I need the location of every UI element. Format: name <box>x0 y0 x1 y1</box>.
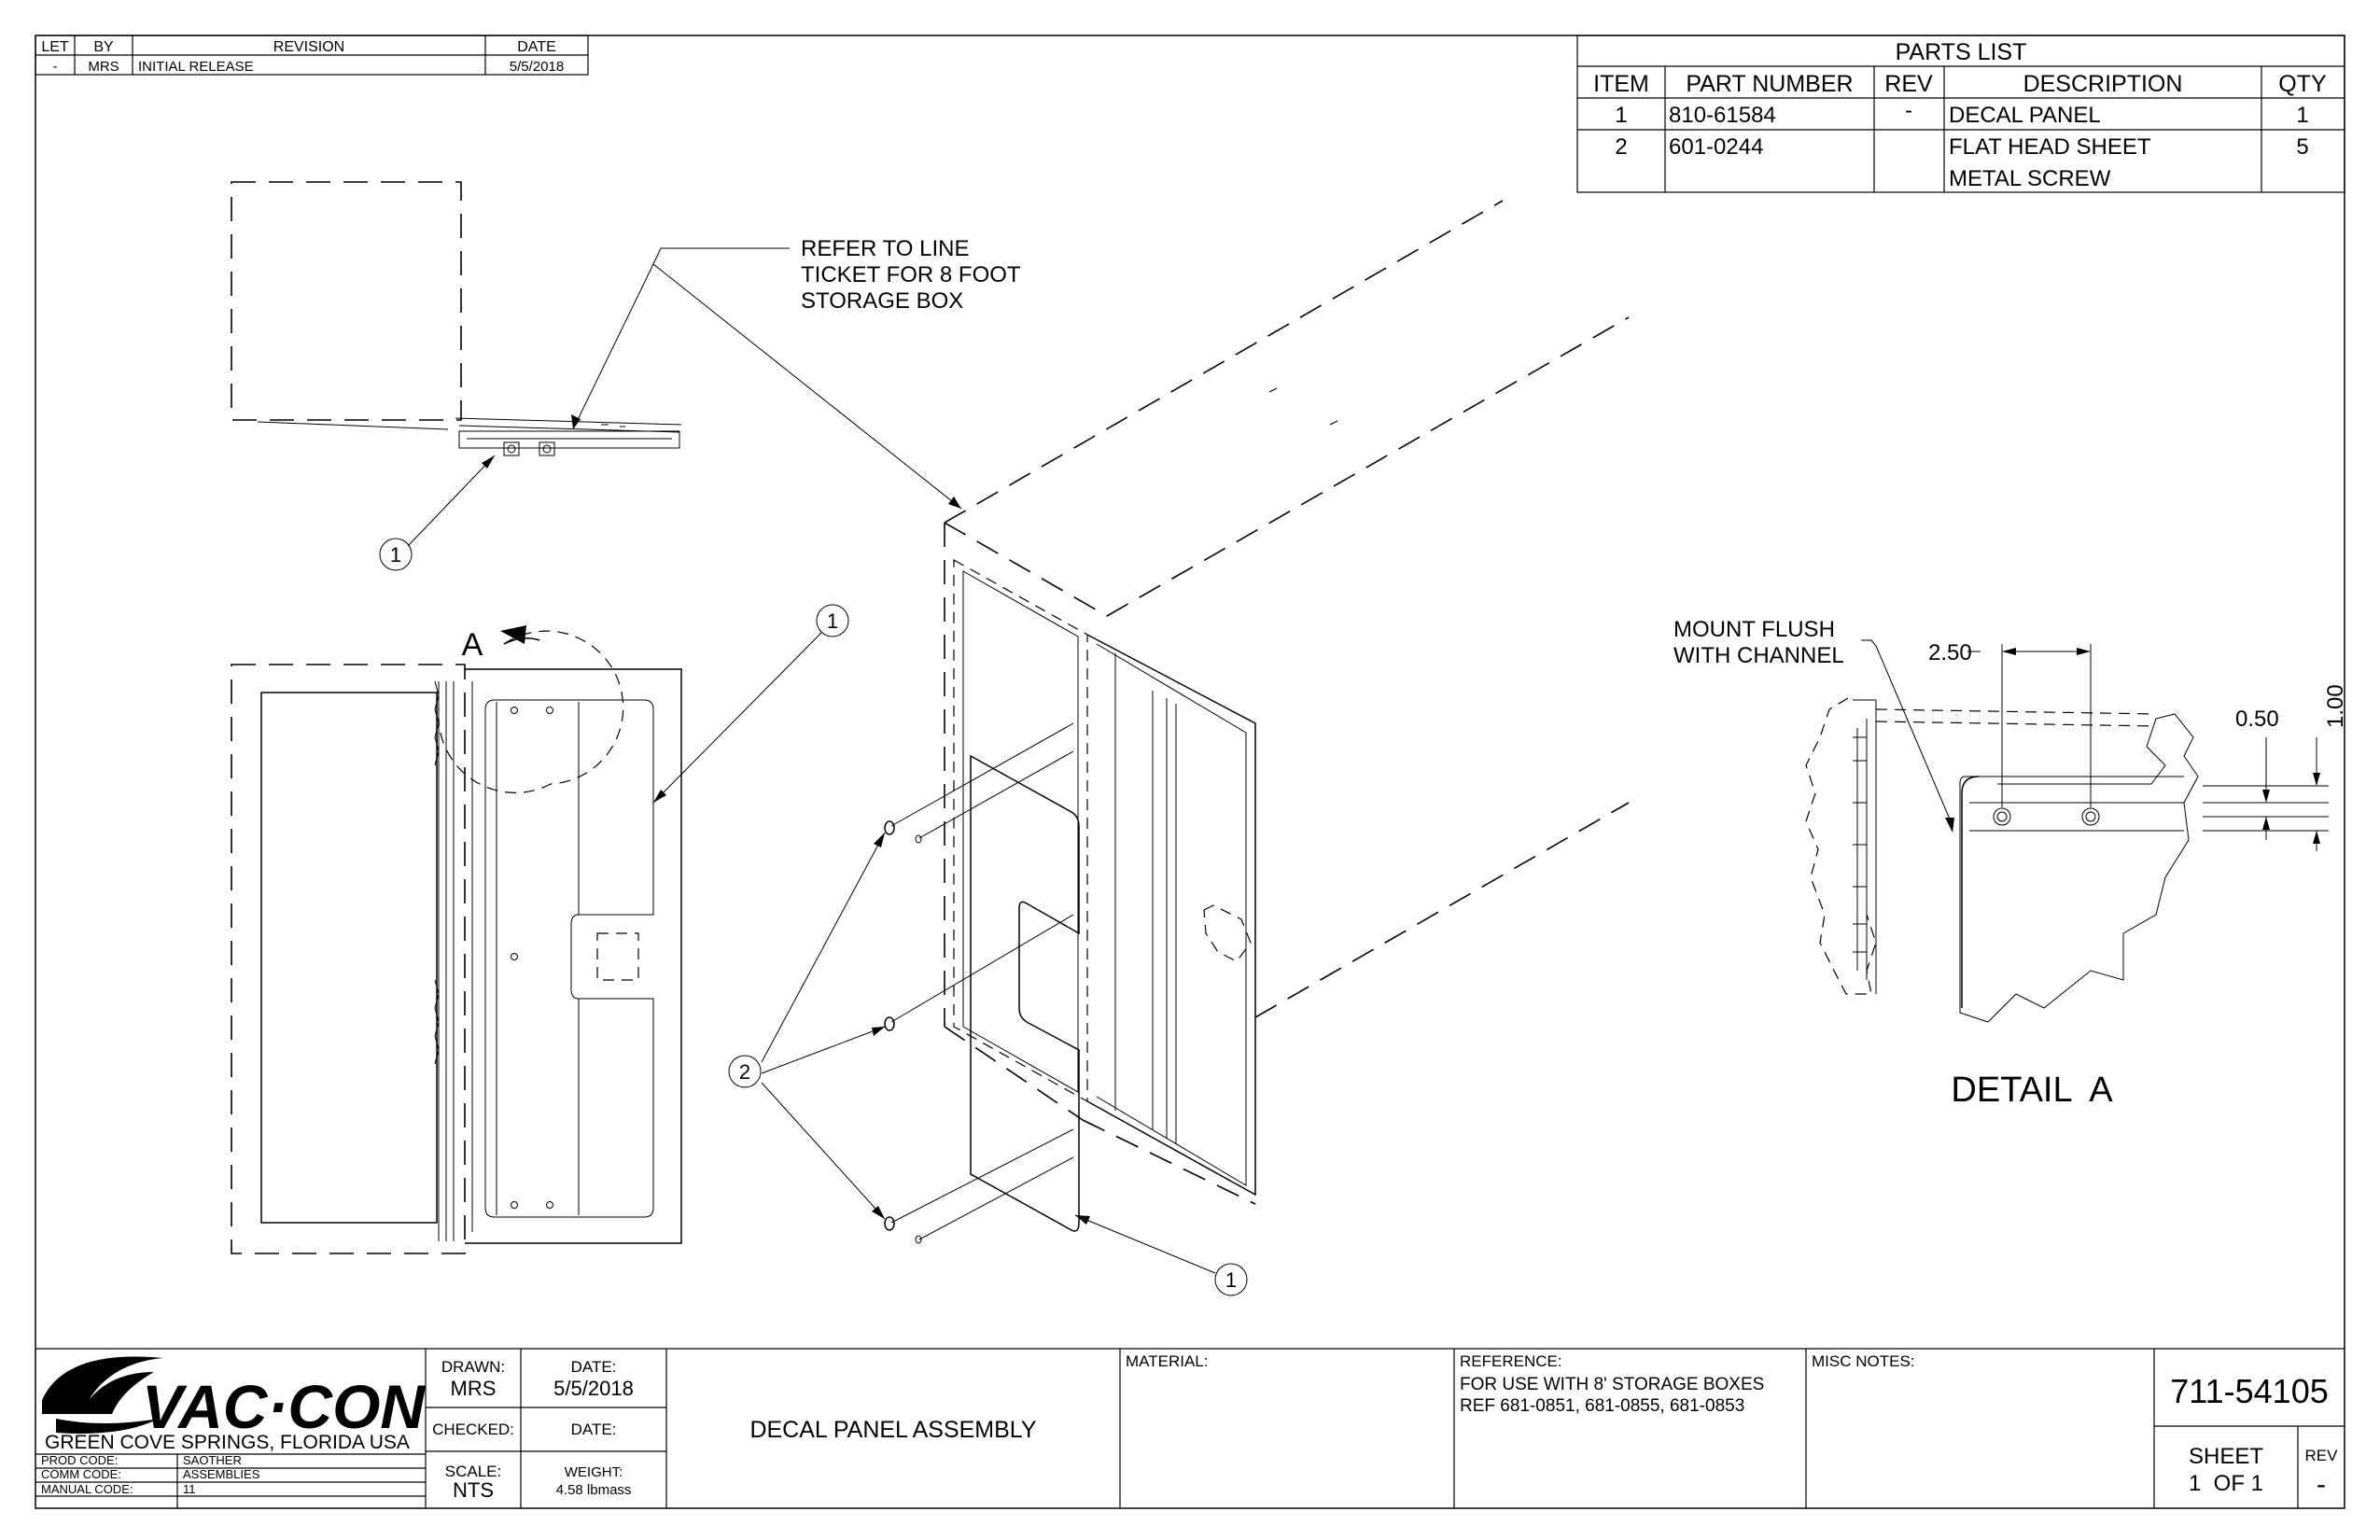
balloon-item-1-front: 1 <box>652 604 849 804</box>
detail-callout-letter: A <box>462 627 483 663</box>
rev-header-by: BY <box>93 39 114 55</box>
reference-line-2: REF 681-0851, 681-0855, 681-0853 <box>1460 1396 1744 1416</box>
parts-header-rev: REV <box>1884 71 1933 97</box>
parts-header-description: DESCRIPTION <box>2023 71 2183 97</box>
rev-row-revision: INITIAL RELEASE <box>138 59 254 75</box>
manual-code-value: 11 <box>183 1482 196 1496</box>
scale-label: SCALE: <box>445 1463 501 1480</box>
rev-row-date: 5/5/2018 <box>510 59 564 75</box>
reference-label: REFERENCE: <box>1460 1352 1562 1370</box>
note-line-ticket-2: TICKET FOR 8 FOOT <box>801 262 1021 287</box>
sheet-border <box>35 35 2345 1509</box>
parts-row1-rev: - <box>1905 98 1912 123</box>
parts-list: PARTS LIST ITEM PART NUMBER REV DESCRIPT… <box>1576 35 2345 193</box>
rev-row-let: - <box>53 59 58 75</box>
rev-label: REV <box>2305 1447 2339 1464</box>
date-label: DATE: <box>571 1358 617 1376</box>
parts-header-part-number: PART NUMBER <box>1686 71 1853 97</box>
note-line-ticket-1: REFER TO LINE <box>801 236 970 261</box>
rev-header-let: LET <box>41 39 69 55</box>
svg-text:1: 1 <box>827 609 838 633</box>
parts-row1-qty: 1 <box>2296 103 2308 128</box>
drawing-title: DECAL PANEL ASSEMBLY <box>749 1417 1036 1443</box>
svg-text:2: 2 <box>739 1060 750 1084</box>
checked-label: CHECKED: <box>432 1421 514 1438</box>
svg-text:1: 1 <box>390 543 401 567</box>
drawn-label: DRAWN: <box>441 1358 505 1376</box>
parts-row2-item: 2 <box>1615 134 1627 160</box>
parts-header-item: ITEM <box>1593 71 1649 97</box>
note-mount-flush-2: WITH CHANNEL <box>1673 643 1844 668</box>
parts-header-qty: QTY <box>2278 71 2327 97</box>
sheet-value: 1 OF 1 <box>2189 1471 2263 1496</box>
note-mount-flush-1: MOUNT FLUSH <box>1673 617 1835 642</box>
note-line-ticket-3: STORAGE BOX <box>801 288 963 314</box>
weight-value: 4.58 lbmass <box>556 1482 632 1498</box>
svg-text:1: 1 <box>1225 1268 1237 1292</box>
prod-code-label: PROD CODE: <box>41 1453 118 1467</box>
scale-value: NTS <box>453 1478 494 1502</box>
rev-value: - <box>2317 1469 2326 1500</box>
sheet-label: SHEET <box>2189 1444 2263 1469</box>
dim-0-50: 0.50 <box>2235 707 2279 732</box>
detail-a-view <box>1805 639 2329 1023</box>
rev-row-by: MRS <box>88 59 119 75</box>
company-location: GREEN COVE SPRINGS, FLORIDA USA <box>45 1432 410 1453</box>
parts-row2-desc-line2: METAL SCREW <box>1949 166 2111 191</box>
dim-1-00: 1.00 <box>2323 684 2348 728</box>
comm-code-value: ASSEMBLIES <box>183 1467 260 1481</box>
parts-row1-part: 810-61584 <box>1669 103 1776 128</box>
balloon-item-2: 2 <box>728 832 886 1220</box>
material-label: MATERIAL: <box>1126 1352 1208 1370</box>
manual-code-label: MANUAL CODE: <box>41 1482 133 1496</box>
company-logo: VAC·CON <box>42 1356 426 1441</box>
parts-row2-part: 601-0244 <box>1669 134 1763 160</box>
misc-notes-label: MISC NOTES: <box>1812 1352 1915 1370</box>
parts-row1-desc: DECAL PANEL <box>1949 103 2101 128</box>
front-view <box>231 625 682 1254</box>
date-value: 5/5/2018 <box>553 1377 634 1400</box>
detail-a-title: DETAIL A <box>1951 1071 2113 1110</box>
prod-code-value: SAOTHER <box>183 1453 242 1467</box>
parts-row2-desc-line1: FLAT HEAD SHEET <box>1949 134 2151 160</box>
balloon-item-1-iso: 1 <box>1074 1214 1248 1296</box>
drawing-number: 711-54105 <box>2170 1372 2329 1410</box>
balloon-item-1-top: 1 <box>379 455 496 571</box>
dim-2-50: 2.50 <box>1928 640 1972 665</box>
checked-date-label: DATE: <box>571 1421 617 1438</box>
parts-row1-item: 1 <box>1615 103 1627 128</box>
rev-header-date: DATE <box>517 39 555 55</box>
logo-wordmark: VAC·CON <box>142 1372 426 1441</box>
parts-list-title: PARTS LIST <box>1896 39 2027 65</box>
reference-line-1: FOR USE WITH 8' STORAGE BOXES <box>1460 1375 1764 1394</box>
weight-label: WEIGHT: <box>565 1464 623 1480</box>
drawn-value: MRS <box>451 1377 497 1400</box>
comm-code-label: COMM CODE: <box>41 1467 121 1481</box>
isometric-view <box>884 200 1630 1244</box>
revision-block: LET BY REVISION DATE - MRS INITIAL RELEA… <box>35 35 589 76</box>
top-view <box>231 181 682 456</box>
rev-header-revision: REVISION <box>273 39 344 55</box>
parts-row2-qty: 5 <box>2296 134 2308 160</box>
line-ticket-leaders <box>571 247 962 510</box>
title-block <box>35 1348 2345 1508</box>
